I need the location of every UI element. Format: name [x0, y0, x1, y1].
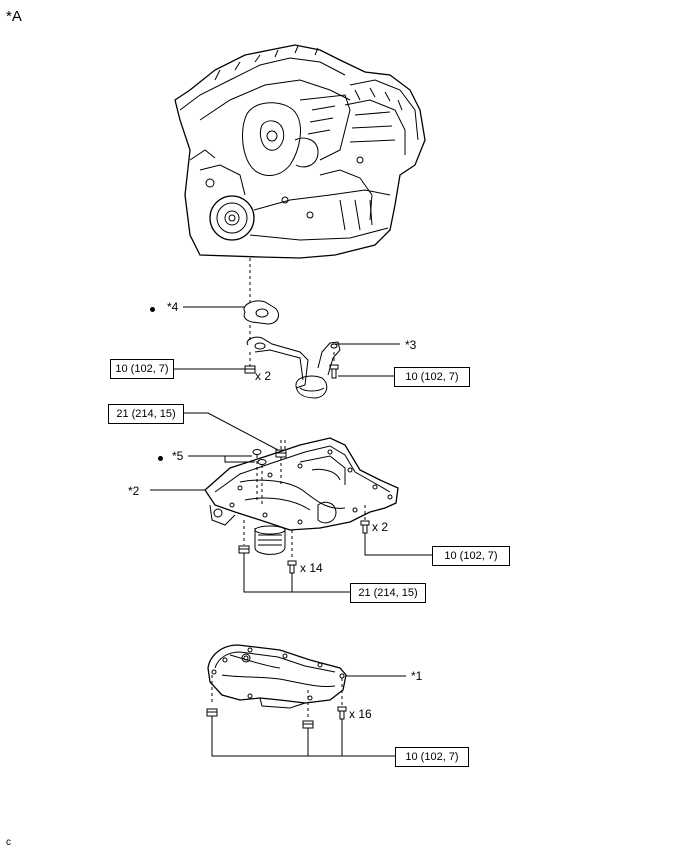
lower-pan-nut: [206, 708, 218, 717]
quantity-label: x 16: [349, 707, 372, 721]
callout-4: *4: [167, 300, 179, 314]
new-part-marker: [158, 456, 163, 461]
view-label: *A: [6, 8, 22, 25]
torque-spec-box: 10 (102, 7): [110, 359, 174, 379]
quantity-label: x 14: [300, 561, 323, 575]
strainer-bolt: [329, 364, 339, 379]
quantity-label: x 2: [372, 520, 389, 534]
o-rings: [252, 449, 267, 465]
corner-code: c: [6, 837, 11, 848]
strainer-gasket: [243, 300, 279, 325]
torque-spec-box: 10 (102, 7): [394, 367, 470, 387]
lower-pan-nut-2: [302, 720, 314, 729]
quantity-label: x 2: [255, 369, 272, 383]
oil-strainer: [246, 336, 341, 399]
callout-2: *2: [128, 484, 140, 498]
torque-spec-box: 10 (102, 7): [395, 747, 469, 767]
torque-spec-box: 21 (214, 15): [108, 404, 184, 424]
new-part-marker: [150, 307, 155, 312]
lower-pan-bolt: [337, 706, 347, 720]
engine-assembly: [174, 44, 426, 259]
oil-pan-no2: [207, 644, 347, 709]
pan-side-bolt: [360, 520, 370, 534]
torque-spec-box: 21 (214, 15): [350, 583, 426, 603]
strainer-nut: [244, 365, 256, 374]
callout-3: *3: [405, 338, 417, 352]
oil-pan-no1: [204, 437, 399, 555]
callout-1: *1: [411, 669, 423, 683]
pan-bolt: [287, 560, 297, 574]
pan-nut: [238, 545, 250, 554]
torque-spec-box: 10 (102, 7): [432, 546, 510, 566]
callout-5: *5: [172, 449, 184, 463]
